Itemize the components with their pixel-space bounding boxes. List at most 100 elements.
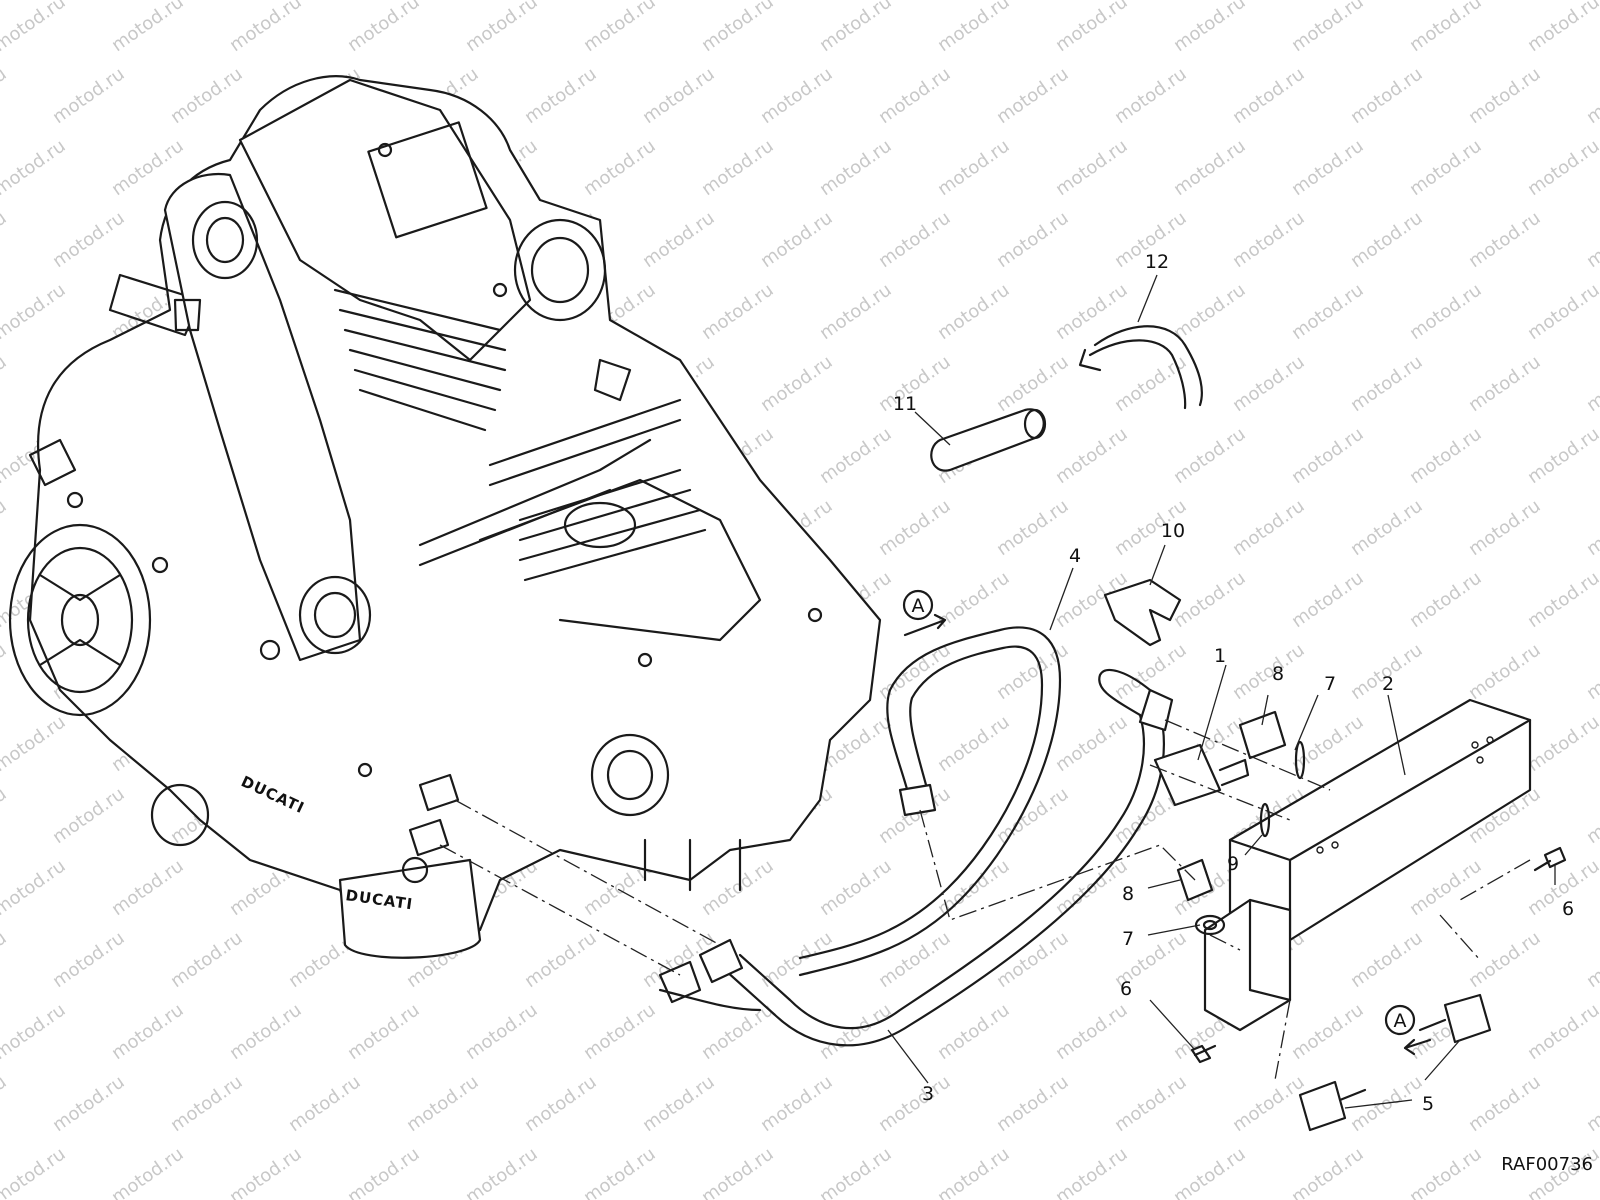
watermark-text: motod.ru [934,712,1014,777]
watermark-text: motod.ru [1524,136,1600,201]
watermark-text: motod.ru [1111,64,1191,129]
watermark-text: motod.ru [993,64,1073,129]
watermark-text: motod.ru [816,1000,896,1065]
watermark-text: motod.ru [108,1000,188,1065]
watermark-text: motod.ru [1465,496,1545,561]
watermark-text: motod.ru [0,928,11,993]
watermark-text: motod.ru [1524,424,1600,489]
watermark-text: motod.ru [0,1000,70,1065]
callout-3: 3 [922,1083,934,1105]
engine-assembly: DUCATI DUCATI [8,75,882,959]
callout-2: 2 [1382,673,1394,695]
watermark-text: motod.ru [1052,712,1132,777]
watermark-text: motod.ru [875,64,955,129]
callout-7-upper: 7 [1324,673,1336,695]
watermark-text: motod.ru [816,136,896,201]
small-parts: A A [902,325,1567,1132]
watermark-text: motod.ru [0,856,70,921]
watermark-text: motod.ru [1052,0,1132,56]
watermark-text: motod.ru [403,1072,483,1137]
watermark-text: motod.ru [1465,64,1545,129]
watermark-text: motod.ru [757,352,837,417]
watermark-text: motod.ru [757,1072,837,1137]
watermark-text: motod.ru [1465,1072,1545,1137]
watermark-text: motod.ru [0,784,11,849]
watermark-text: motod.ru [1170,424,1250,489]
watermark-text: motod.ru [344,0,424,56]
watermark-text: motod.ru [49,208,129,273]
watermark-text: motod.ru [344,1000,424,1065]
callout-6-right: 6 [1562,898,1574,920]
watermark-text: motod.ru [1465,928,1545,993]
watermark-text: motod.ru [1288,1000,1368,1065]
watermark-text: motod.ru [167,1072,247,1137]
watermark-text: motod.ru [0,1144,70,1200]
watermark-text: motod.ru [1583,208,1600,273]
watermark-text: motod.ru [49,64,129,129]
watermark-text: motod.ru [108,1144,188,1200]
watermark-text: motod.ru [0,496,11,561]
watermark-text: motod.ru [0,352,11,417]
watermark-text: motod.ru [993,1072,1073,1137]
view-marker-a-bottom: A [1394,1010,1407,1032]
watermark-text: motod.ru [1052,424,1132,489]
watermark-text: motod.ru [1465,352,1545,417]
watermark-text: motod.ru [1406,856,1486,921]
watermark-text: motod.ru [1052,1000,1132,1065]
watermark-text: motod.ru [1583,352,1600,417]
callout-10: 10 [1161,520,1185,542]
watermark-text: motod.ru [1524,1000,1600,1065]
watermark-text: motod.ru [49,928,129,993]
watermark-text: motod.ru [285,1072,365,1137]
watermark-text: motod.ru [698,1144,778,1200]
watermark-text: motod.ru [875,1072,955,1137]
watermark-text: motod.ru [1288,1144,1368,1200]
watermark-text: motod.ru [1288,0,1368,56]
watermark-text: motod.ru [1524,280,1600,345]
watermark-text: motod.ru [1170,568,1250,633]
watermark-text: motod.ru [639,1072,719,1137]
watermark-text: motod.ru [934,568,1014,633]
watermark-text: motod.ru [1229,640,1309,705]
callout-8-lower: 8 [1122,883,1134,905]
watermark-text: motod.ru [580,136,660,201]
oil-cooler [1203,698,1532,1032]
watermark-text: motod.ru [580,0,660,56]
callout-8-upper: 8 [1272,663,1284,685]
callout-numbers: 1 2 3 4 5 6 6 7 7 8 8 9 10 11 12 [893,251,1574,1115]
callout-4: 4 [1069,545,1081,567]
callout-9: 9 [1227,853,1239,875]
watermark-text: motod.ru [1111,1072,1191,1137]
watermark-text: motod.ru [1288,568,1368,633]
watermark-text: motod.ru [521,1072,601,1137]
watermark-text: motod.ru [226,1144,306,1200]
assembly-lines [439,719,1531,1081]
watermark-text: motod.ru [0,136,70,201]
watermark-text: motod.ru [1583,928,1600,993]
watermark-text: motod.ru [993,352,1073,417]
watermark-text: motod.ru [1347,1072,1427,1137]
watermark-text: motod.ru [1170,1144,1250,1200]
watermark-text: motod.ru [816,0,896,56]
watermark-text: motod.ru [0,64,11,129]
reference-code: RAF00736 [1501,1154,1593,1175]
watermark-text: motod.ru [816,856,896,921]
watermark-text: motod.ru [875,208,955,273]
watermark-text: motod.ru [757,928,837,993]
watermark-text: motod.ru [875,496,955,561]
callout-6-left: 6 [1120,978,1132,1000]
watermark-text: motod.ru [639,64,719,129]
watermark-text: motod.ru [580,1144,660,1200]
callout-1: 1 [1214,645,1226,667]
watermark-text: motod.ru [934,856,1014,921]
watermark-text: motod.ru [1583,640,1600,705]
watermark-text: motod.ru [1229,64,1309,129]
leader-lines [887,274,1556,1109]
watermark-text: motod.ru [49,1072,129,1137]
watermark-text: motod.ru [1288,136,1368,201]
callout-11: 11 [893,393,917,415]
watermark-text: motod.ru [1524,712,1600,777]
callout-12: 12 [1145,251,1169,273]
watermark-text: motod.ru [0,640,11,705]
